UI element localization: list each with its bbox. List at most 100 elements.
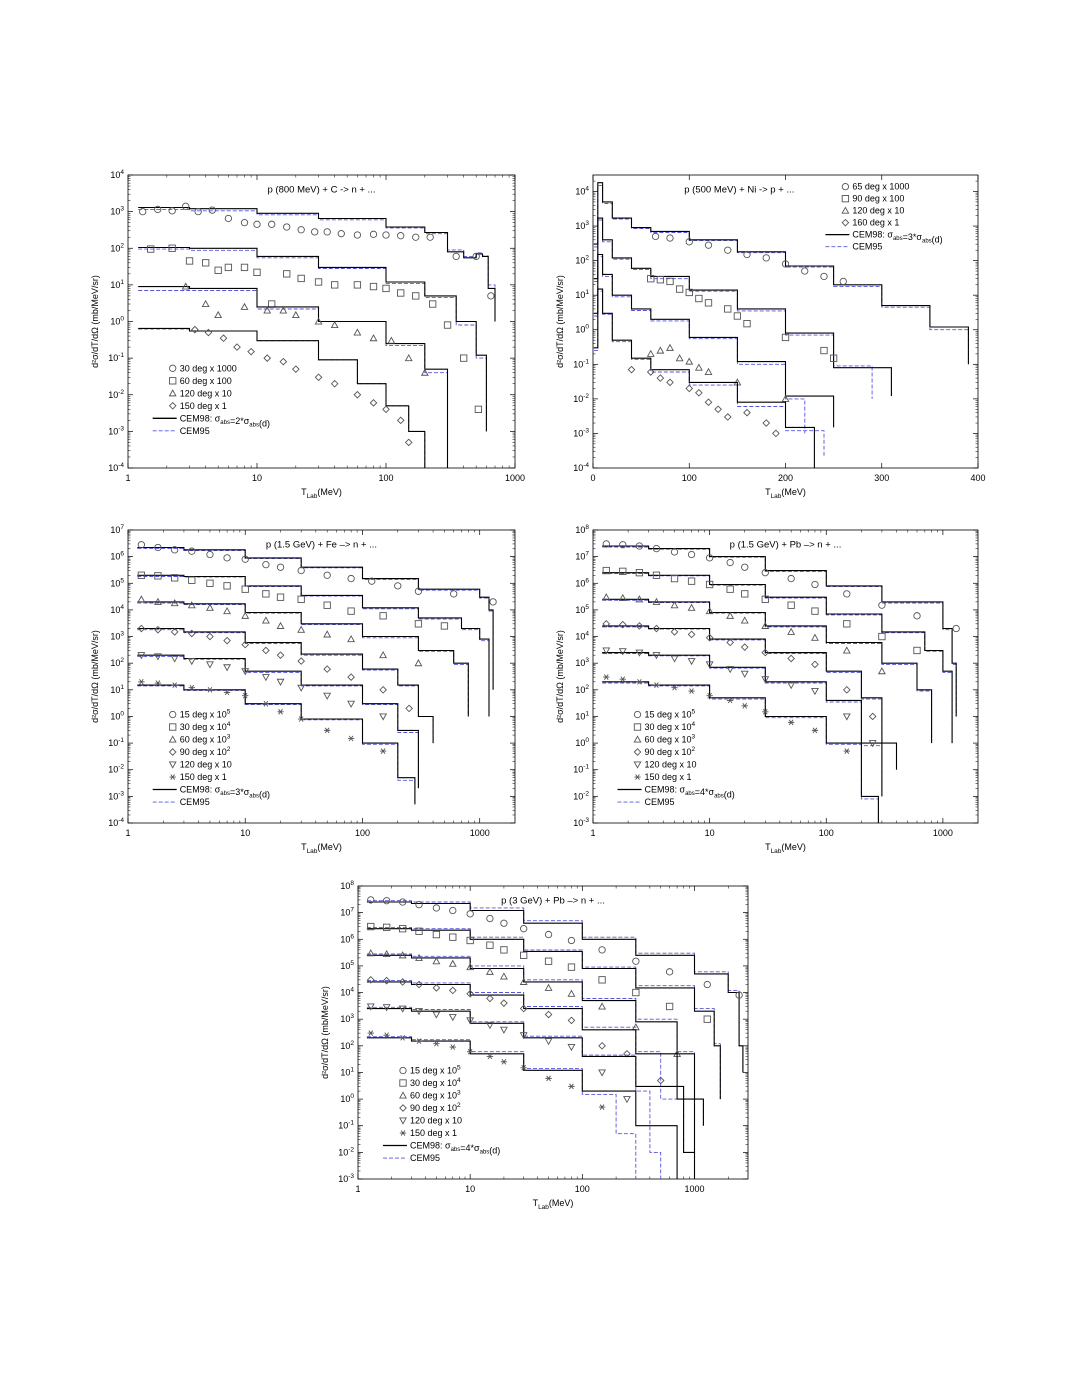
data-point	[379, 685, 387, 694]
x-tick-label: 0	[590, 473, 595, 483]
data-point	[843, 620, 851, 628]
data-point	[646, 368, 655, 376]
x-tick-label: 10	[705, 828, 715, 838]
data-point	[670, 574, 679, 583]
data-point	[414, 659, 423, 667]
data-point	[382, 923, 391, 932]
x-tick-label: 100	[575, 1184, 590, 1194]
data-point	[396, 416, 405, 425]
chart-panel-3: 10-410-310-210-1100101102103104105106107…	[90, 524, 516, 855]
cem98-curve	[137, 601, 469, 717]
data-point	[652, 652, 661, 660]
y-tick-label: 103	[575, 220, 589, 231]
data-point	[500, 999, 508, 1007]
data-point	[829, 354, 838, 362]
data-point	[761, 648, 770, 657]
data-point	[675, 354, 684, 362]
data-point	[314, 373, 323, 382]
data-point	[567, 936, 576, 945]
data-point	[878, 632, 886, 641]
data-point	[787, 574, 795, 583]
data-point	[544, 1010, 553, 1019]
data-point	[706, 692, 713, 699]
data-point	[687, 550, 696, 559]
chart-panel-4: 10-310-210-11001011021031041051061071081…	[555, 524, 979, 855]
data-point	[695, 294, 703, 303]
x-tick-label: 200	[778, 473, 793, 483]
data-point	[761, 595, 769, 603]
x-tick-label: 1000	[684, 1184, 704, 1194]
data-point	[202, 259, 210, 267]
data-point	[137, 541, 146, 549]
data-point	[843, 590, 851, 598]
y-tick-label: 10-2	[573, 393, 589, 404]
x-tick-label: 10	[240, 828, 250, 838]
data-point	[726, 585, 734, 593]
data-point	[241, 585, 249, 593]
data-point	[398, 951, 407, 959]
y-tick-label: 102	[110, 242, 124, 253]
legend-label: 60 deg x 103	[180, 734, 231, 745]
x-axis-label: TLab(MeV)	[765, 487, 806, 500]
data-point	[670, 601, 679, 609]
data-point	[652, 544, 661, 553]
data-point	[466, 989, 474, 998]
data-point	[666, 277, 674, 286]
data-point	[622, 1096, 631, 1104]
x-tick-label: 1	[355, 1184, 360, 1194]
legend-label: 120 deg x 10	[410, 1116, 462, 1126]
data-point	[688, 688, 695, 694]
legend-marker	[399, 1079, 407, 1087]
data-point	[224, 263, 233, 272]
y-tick-label: 10-2	[108, 389, 124, 400]
data-point	[399, 1034, 406, 1041]
legend-label: 150 deg x 1	[180, 772, 227, 782]
data-point	[618, 648, 627, 656]
legend-marker	[634, 774, 641, 780]
legend-marker	[841, 218, 850, 227]
legend-item: CEM95	[617, 797, 675, 807]
data-point	[675, 285, 684, 293]
data-point	[187, 658, 196, 666]
legend-label: 120 deg x 10	[180, 388, 232, 398]
data-point	[544, 983, 553, 991]
legend-item: 15 deg x 105	[169, 709, 231, 720]
data-point	[741, 590, 749, 598]
data-point	[387, 336, 396, 344]
legend-item: 30 deg x 1000	[169, 363, 237, 373]
data-point	[485, 1022, 494, 1030]
y-tick-label: 10-4	[573, 462, 589, 473]
legend-label: CEM95	[180, 797, 210, 807]
data-point	[397, 289, 405, 297]
chart-title: p (800 MeV) + C -> n + ...	[268, 185, 376, 196]
legend-marker	[399, 1130, 407, 1136]
data-point	[687, 577, 696, 585]
data-point	[602, 566, 610, 575]
legend-marker	[399, 1066, 407, 1075]
legend-item: 150 deg x 1	[169, 772, 227, 782]
cem98-curve	[366, 1037, 678, 1179]
data-point	[781, 260, 790, 268]
data-point	[382, 1004, 391, 1012]
data-point	[743, 250, 751, 259]
data-point	[205, 603, 214, 611]
data-point	[466, 910, 474, 918]
data-point	[323, 727, 331, 734]
data-point	[170, 598, 179, 607]
x-tick-label: 10	[465, 1184, 475, 1194]
data-point	[632, 957, 640, 965]
data-point	[379, 748, 387, 754]
data-point	[487, 292, 495, 300]
data-point	[810, 688, 819, 696]
data-point	[398, 1005, 407, 1013]
data-point	[652, 597, 661, 605]
cem98-curve	[594, 182, 969, 365]
data-point	[636, 678, 643, 685]
legend-marker	[169, 774, 176, 780]
data-point	[485, 967, 494, 975]
data-point	[500, 919, 508, 927]
data-point	[499, 1026, 508, 1034]
data-point	[568, 1083, 575, 1090]
data-point	[170, 628, 179, 636]
